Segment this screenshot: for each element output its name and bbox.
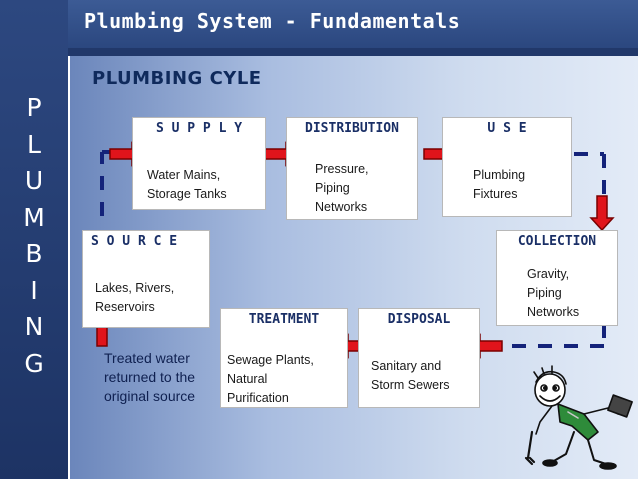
diagram-heading: PLUMBING CYLE	[92, 68, 262, 89]
distribution-title: DISTRIBUTION	[305, 121, 399, 136]
side-letter: I	[30, 275, 38, 305]
treatment-body: Sewage Plants, Natural Purification	[227, 353, 314, 405]
collection-box: COLLECTION Gravity, Piping Networks	[496, 230, 618, 326]
source-body: Lakes, Rivers, Reservoirs	[95, 281, 175, 314]
side-letter: M	[23, 202, 45, 232]
returned-water-note: Treated water returned to the original s…	[104, 350, 196, 404]
side-letter: P	[26, 93, 42, 122]
side-letter: N	[24, 312, 44, 341]
use-title: U S E	[487, 121, 527, 136]
title-bar	[68, 0, 638, 48]
vertical-word-plumbing: P L U M B I N G	[0, 90, 68, 382]
treatment-title: TREATMENT	[248, 312, 320, 327]
slide-title: Plumbing System - Fundamentals	[84, 9, 461, 33]
left-sidebar	[0, 0, 68, 479]
source-box: S O U R C E Lakes, Rivers, Reservoirs	[82, 230, 210, 328]
distribution-box: DISTRIBUTION Pressure, Piping Networks	[286, 117, 418, 220]
source-title: S O U R C E	[91, 234, 178, 249]
treatment-box: TREATMENT Sewage Plants, Natural Purific…	[220, 308, 348, 408]
disposal-title: DISPOSAL	[387, 312, 451, 327]
plumber-cartoon-image	[524, 365, 633, 470]
side-letter: G	[24, 348, 44, 378]
supply-body: Water Mains, Storage Tanks	[147, 168, 227, 201]
diagram-area: PLUMBING CYLE	[68, 56, 638, 479]
arrow-into-collection	[590, 195, 614, 231]
distribution-body: Pressure, Piping Networks	[315, 162, 369, 214]
supply-box: S U P P L Y Water Mains, Storage Tanks	[132, 117, 266, 210]
disposal-body: Sanitary and Storm Sewers	[371, 359, 450, 392]
disposal-box: DISPOSAL Sanitary and Storm Sewers	[358, 308, 480, 408]
side-letter: B	[25, 239, 43, 268]
use-box: U S E Plumbing Fixtures	[442, 117, 572, 217]
collection-body: Gravity, Piping Networks	[527, 267, 580, 319]
collection-title: COLLECTION	[517, 234, 597, 249]
supply-title: S U P P L Y	[155, 121, 243, 136]
side-letter: U	[24, 166, 44, 195]
side-letter: L	[27, 129, 41, 159]
use-body: Plumbing Fixtures	[473, 168, 526, 201]
